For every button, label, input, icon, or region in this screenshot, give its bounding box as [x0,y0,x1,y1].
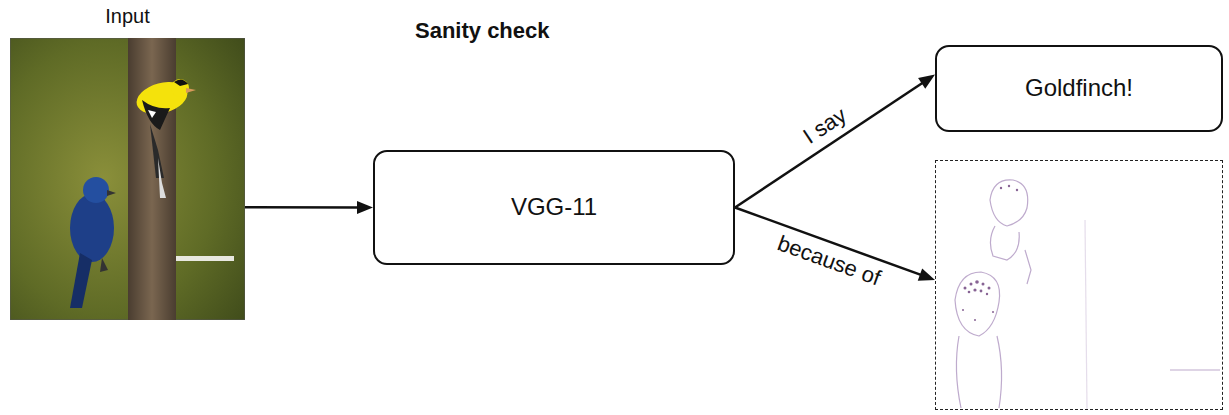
input-image: Input [10,38,245,320]
explanation-box [935,160,1223,410]
arrow-connector [735,75,935,208]
connector-line [735,81,925,207]
title: Sanity check [415,18,1229,44]
prediction-box: Goldfinch! [935,45,1223,132]
saliency-map [935,160,1223,410]
arrowhead [918,268,935,280]
edge-label: because of [771,230,886,291]
bird-photo [10,38,245,320]
model-box: VGG-11 [373,150,735,265]
arrow-connector [245,201,373,214]
box-label: VGG-11 [511,193,597,222]
connector-line [245,206,361,209]
arrowhead [357,201,373,214]
image-heading: Input [10,4,245,28]
arrowhead [918,75,935,89]
box-label: Goldfinch! [1025,74,1133,103]
edge-label: I say [796,101,853,150]
